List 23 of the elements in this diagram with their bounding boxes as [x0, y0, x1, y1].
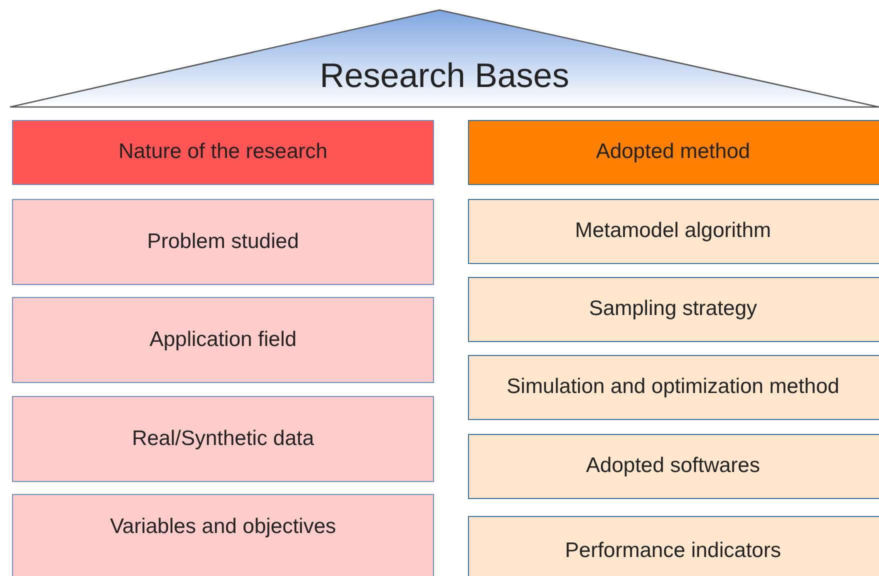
item-box [12, 297, 434, 383]
item-box [12, 396, 434, 482]
item-box [468, 434, 879, 499]
item-box [12, 199, 434, 285]
item-box [468, 355, 879, 420]
item-box [12, 494, 434, 576]
box-label: Sampling strategy [588, 296, 758, 322]
box-label: Variables and objectives [110, 514, 336, 540]
item-box [468, 277, 879, 342]
box-label: Adopted softwares [586, 453, 760, 480]
header-box [468, 120, 879, 185]
roof-title: Research Bases [320, 59, 570, 93]
box-label: Performance indicators [565, 538, 781, 564]
box-label: Nature of the research [118, 139, 328, 166]
box-label: Adopted method [596, 139, 750, 166]
box-label: Application field [149, 326, 297, 353]
box-label: Real/Synthetic data [132, 426, 314, 452]
box-label: Problem studied [147, 228, 299, 255]
item-box [468, 199, 879, 264]
header-box [12, 120, 434, 185]
box-label: Simulation and optimization method [506, 374, 840, 400]
item-box [468, 516, 879, 576]
box-label: Metamodel algorithm [574, 218, 772, 244]
